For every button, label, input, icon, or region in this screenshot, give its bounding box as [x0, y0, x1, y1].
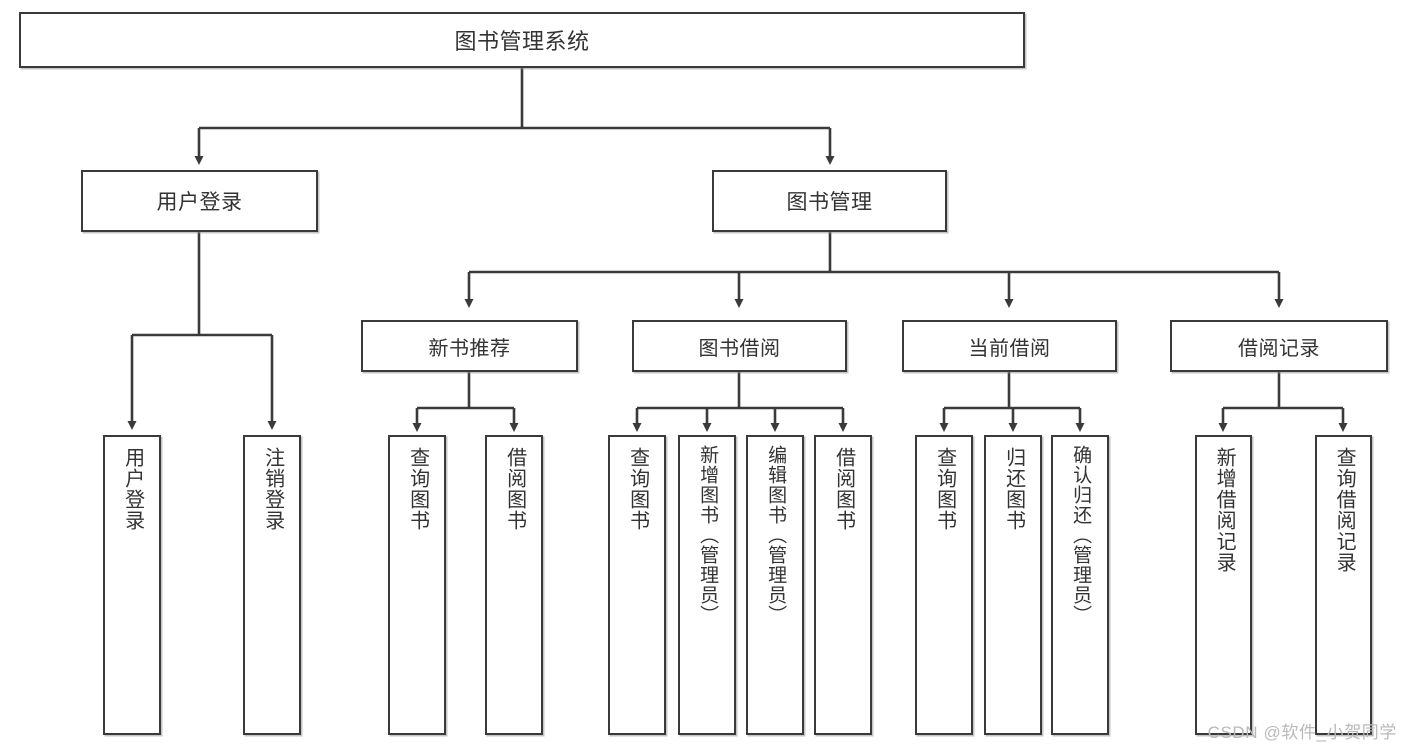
- node-label: 查询图书: [406, 447, 429, 531]
- node-label: 查询图书: [933, 447, 956, 531]
- node-label: 借阅记录: [1238, 337, 1320, 360]
- node-label: 查询图书: [626, 447, 649, 531]
- node-label: 新书推荐: [428, 337, 511, 360]
- node-label: 当前借阅: [968, 337, 1051, 360]
- node-book-borrow[interactable]: 图书借阅: [632, 320, 847, 372]
- leaf-node[interactable]: 归还图书: [984, 435, 1042, 735]
- leaf-node[interactable]: 新增借阅记录: [1195, 435, 1252, 735]
- node-label: 新增图书（管理员）: [697, 445, 719, 625]
- node-label: 查询借阅记录: [1333, 447, 1356, 573]
- node-root-system[interactable]: 图书管理系统: [19, 12, 1025, 68]
- node-label: 借阅图书: [832, 447, 855, 531]
- node-book-management[interactable]: 图书管理: [712, 170, 947, 232]
- node-label: 归还图书: [1002, 447, 1025, 531]
- watermark: CSDN @软件_小贺同学: [1207, 723, 1397, 742]
- leaf-node[interactable]: 查询图书: [915, 435, 973, 735]
- leaf-node[interactable]: 注销登录: [243, 435, 301, 735]
- node-new-book-recommend[interactable]: 新书推荐: [361, 320, 578, 372]
- node-label: 图书管理: [786, 191, 873, 214]
- node-label: 用户登录: [156, 191, 243, 214]
- node-borrow-record[interactable]: 借阅记录: [1170, 320, 1388, 372]
- node-label: 用户登录: [121, 447, 144, 531]
- leaf-node[interactable]: 编辑图书（管理员）: [746, 435, 804, 735]
- node-current-borrow[interactable]: 当前借阅: [902, 320, 1117, 372]
- leaf-node[interactable]: 新增图书（管理员）: [678, 435, 736, 735]
- leaf-node[interactable]: 确认归还（管理员）: [1051, 435, 1109, 735]
- node-user-login[interactable]: 用户登录: [81, 170, 318, 232]
- node-label: 注销登录: [261, 447, 284, 531]
- node-label: 编辑图书（管理员）: [765, 445, 787, 625]
- leaf-node[interactable]: 借阅图书: [485, 435, 543, 735]
- node-label: 图书管理系统: [454, 29, 590, 54]
- leaf-node[interactable]: 查询借阅记录: [1315, 435, 1372, 735]
- node-label: 图书借阅: [698, 337, 781, 360]
- node-label: 确认归还（管理员）: [1070, 445, 1092, 625]
- node-label: 新增借阅记录: [1213, 447, 1236, 573]
- leaf-node[interactable]: 借阅图书: [814, 435, 872, 735]
- leaf-node[interactable]: 查询图书: [388, 435, 446, 735]
- leaf-node[interactable]: 查询图书: [608, 435, 666, 735]
- node-label: 借阅图书: [503, 447, 526, 531]
- leaf-node[interactable]: 用户登录: [103, 435, 161, 735]
